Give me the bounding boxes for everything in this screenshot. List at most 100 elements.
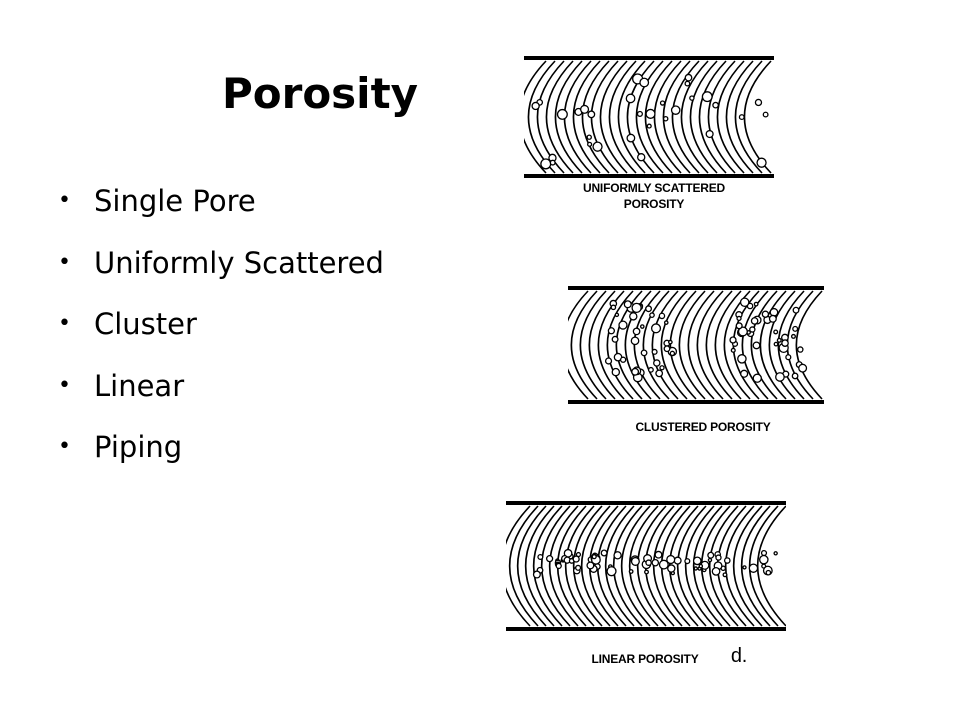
pore-circle [549, 159, 556, 166]
weld-ripple-arc [615, 290, 643, 400]
pore-circle [613, 551, 622, 560]
pore-circle [792, 325, 799, 332]
bullet-item: • Single Pore [58, 176, 384, 238]
pore-circle [629, 312, 638, 321]
pore-circle [640, 349, 648, 357]
weld-ripple-arc [541, 505, 571, 627]
pore-circle [723, 557, 731, 564]
weld-ripple-arc [677, 505, 707, 627]
clustered-porosity-figure: CLUSTERED POROSITY [568, 280, 824, 440]
weld-ripple-arc [651, 290, 679, 400]
pore-circle [753, 301, 759, 307]
linear-letter: d. [730, 645, 748, 667]
pore-circle [689, 95, 695, 101]
pore-circle [540, 158, 552, 170]
pore-circle [673, 556, 682, 565]
weld-ripple-arc [629, 505, 659, 627]
weld-ripple-arc [605, 505, 635, 627]
pore-circle [756, 157, 767, 168]
weld-ripple-arc [795, 290, 823, 400]
weld-ripple-arc [635, 60, 664, 174]
pore-circle [586, 134, 592, 140]
pore-circle [740, 369, 749, 378]
weld-ripple-arc [545, 60, 574, 174]
weld-ripple-arc [621, 505, 651, 627]
uniform-label-line1: UNIFORMLY SCATTERED [583, 181, 725, 195]
weld-ripple-arc [644, 60, 673, 174]
weld-ripple-arc [637, 505, 667, 627]
pore-circle [684, 558, 691, 565]
pore-circle [773, 329, 779, 335]
pore-circle [636, 110, 643, 118]
pore-circle [606, 566, 617, 577]
pore-circle [798, 363, 808, 373]
pore-circle [792, 306, 800, 314]
pore-circle [659, 100, 666, 106]
pore-circle [644, 569, 649, 575]
pore-circle [754, 98, 763, 107]
pore-circle [752, 341, 761, 350]
uniform-label-line2: POROSITY [623, 197, 685, 211]
weld-ripple-arc [565, 505, 595, 627]
pore-circle [701, 91, 713, 103]
weld-ripple-arc [741, 505, 771, 627]
weld-ripple-arc [573, 505, 603, 627]
pore-circle [737, 326, 748, 337]
weld-ripple-arc [725, 60, 754, 174]
weld-ripple-arc [572, 60, 601, 174]
bullet-text: Single Pore [94, 184, 256, 218]
pore-circle [580, 104, 590, 114]
pore-circle [684, 73, 693, 82]
bullet-dot-icon: • [58, 311, 71, 336]
uniform-porosity-figure: UNIFORMLY SCATTERED POROSITY [524, 50, 774, 220]
bullet-text: Linear [94, 368, 185, 403]
pore-circle [623, 300, 632, 309]
weld-ripple-arc [709, 505, 739, 627]
bullet-text: Uniformly Scattered [94, 245, 384, 280]
pore-circle [705, 129, 714, 139]
weld-ripple-arc [570, 290, 598, 400]
weld-ripple-arc [613, 505, 643, 627]
linear-weld-drawing [506, 501, 786, 631]
pore-circle [625, 93, 636, 104]
pore-circle [630, 556, 640, 566]
weld-ripple-arc [698, 60, 727, 174]
weld-ripple-arc [734, 60, 763, 174]
pore-circle [651, 348, 658, 355]
weld-ripple-arc [525, 505, 555, 627]
pore-circle [659, 365, 665, 371]
pore-circle [773, 551, 778, 556]
weld-ripple-arc [642, 290, 670, 400]
weld-ripple-arc [671, 60, 700, 174]
pore-circle [662, 115, 669, 122]
bullet-dot-icon: • [58, 372, 71, 398]
weld-ripple-arc [660, 290, 688, 400]
pore-circle [611, 335, 619, 343]
pore-circle [711, 566, 721, 576]
pore-circle [760, 549, 768, 557]
pore-circle [645, 305, 653, 313]
pore-circle [781, 339, 789, 347]
weld-ripple-arc [533, 505, 563, 627]
pore-circle [631, 367, 640, 376]
weld-ripple-arc [617, 60, 646, 174]
weld-ripple-arc [678, 290, 706, 400]
bullet-dot-icon: • [58, 188, 71, 213]
pore-circle [658, 312, 666, 320]
bullet-text: Piping [94, 430, 183, 464]
slide-title: Porosity [221, 69, 419, 118]
weld-ripple-arc [757, 505, 786, 627]
weld-ripple-arc [696, 290, 724, 400]
pore-circle [628, 569, 634, 574]
pore-circle [785, 354, 792, 361]
weld-ripple-arc [608, 60, 637, 174]
bullet-dot-icon: • [58, 249, 71, 275]
pore-circle [739, 297, 750, 308]
weld-ripple-arc [714, 290, 742, 400]
weld-ripple-arc [579, 290, 607, 400]
pore-circle [736, 315, 742, 322]
clustered-label: CLUSTERED POROSITY [635, 420, 771, 434]
pore-circle [645, 108, 656, 119]
pore-circle [610, 304, 617, 311]
